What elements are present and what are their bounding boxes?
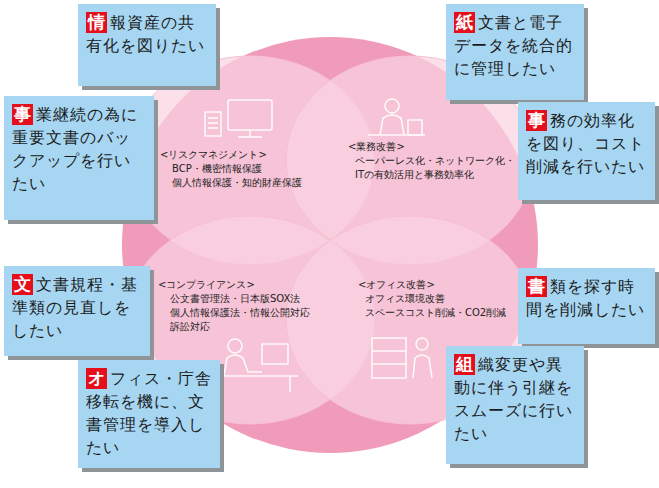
initial-char-badge: 事 <box>526 110 547 131</box>
request-callout: 文文書規程・基準類の見直しをしたい <box>4 266 150 356</box>
initial-char-badge: 紙 <box>454 12 475 33</box>
request-callout: 事業継続の為に重要文書のバックアップを行いたい <box>4 96 154 220</box>
initial-char-badge: オ <box>86 368 107 389</box>
request-callout: オフィス・庁舎移転を機に、文書管理を導入したい <box>78 360 220 468</box>
request-callout: 情報資産の共有化を図りたい <box>78 4 216 86</box>
initial-char-badge: 書 <box>526 276 547 297</box>
theme-items: BCP・機密情報保護 個人情報保護・知的財産保護 <box>172 162 317 190</box>
initial-char-badge: 組 <box>454 354 475 375</box>
theme-heading: <オフィス改善> <box>358 278 435 291</box>
initial-char-badge: 事 <box>12 104 33 125</box>
theme-items: オフィス環境改善 スペースコスト削減・CO2削減 <box>365 292 527 320</box>
theme-heading: <リスクマネジメント> <box>160 148 267 161</box>
theme-heading: <コンプライアンス> <box>158 278 255 291</box>
request-callout: 紙文書と電子データを統合的に管理したい <box>446 4 584 100</box>
request-callout: 組織変更や異動に伴う引継をスムーズに行いたい <box>446 346 584 464</box>
theme-heading: <業務改善> <box>348 140 405 153</box>
theme-items: 公文書管理法・日本版SOX法 個人情報保護法・情報公開対応 訴訟対応 <box>170 292 322 334</box>
theme-items: ペーパーレス化・ネットワーク化・ ITの有効活用と事務効率化 <box>355 154 525 182</box>
request-callout: 事務の効率化を図り、コスト削減を行いたい <box>518 102 655 200</box>
request-callout: 書類を探す時間を削減したい <box>518 268 655 344</box>
initial-char-badge: 情 <box>86 12 107 33</box>
initial-char-badge: 文 <box>12 274 33 295</box>
